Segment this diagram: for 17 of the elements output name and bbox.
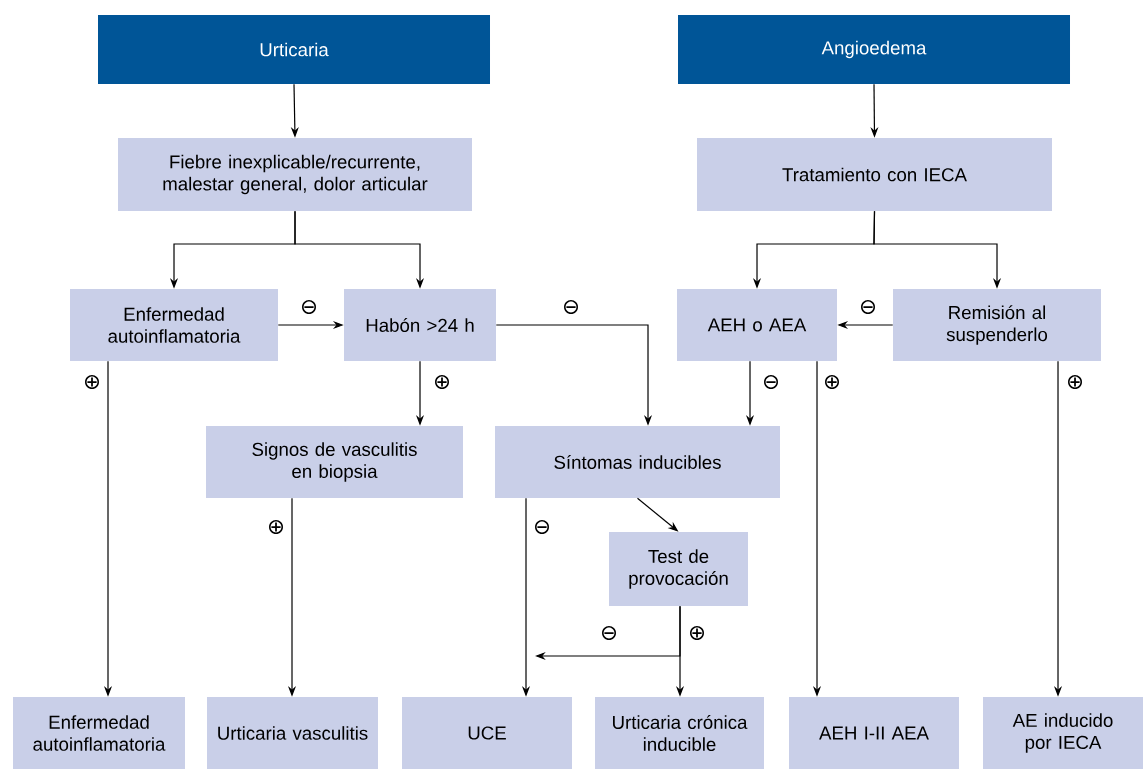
process-box: Habón >24 h <box>344 289 496 361</box>
header-box: Urticaria <box>98 15 490 84</box>
process-box: Síntomas inducibles <box>495 426 780 498</box>
process-box: AE inducido por IECA <box>983 697 1143 769</box>
process-box: Urticaria vasculitis <box>207 697 378 769</box>
process-box: Signos de vasculitis en biopsia <box>206 426 463 498</box>
header-box: Angioedema <box>678 15 1070 84</box>
process-box: Tratamiento con IECA <box>697 138 1052 211</box>
process-box: Remisión al suspenderlo <box>893 289 1101 361</box>
process-box: UCE <box>402 697 572 769</box>
process-box: AEH I-II AEA <box>789 697 959 769</box>
process-box: Fiebre inexplicable/recurrente, malestar general, dolor articular <box>118 138 472 211</box>
process-box: Test de provocación <box>609 532 748 606</box>
process-box: Enfermedad autoinflamatoria <box>13 697 185 769</box>
process-box: AEH o AEA <box>677 289 837 361</box>
process-box: Enfermedad autoinflamatoria <box>70 289 278 361</box>
process-box: Urticaria crónica inducible <box>595 697 764 769</box>
